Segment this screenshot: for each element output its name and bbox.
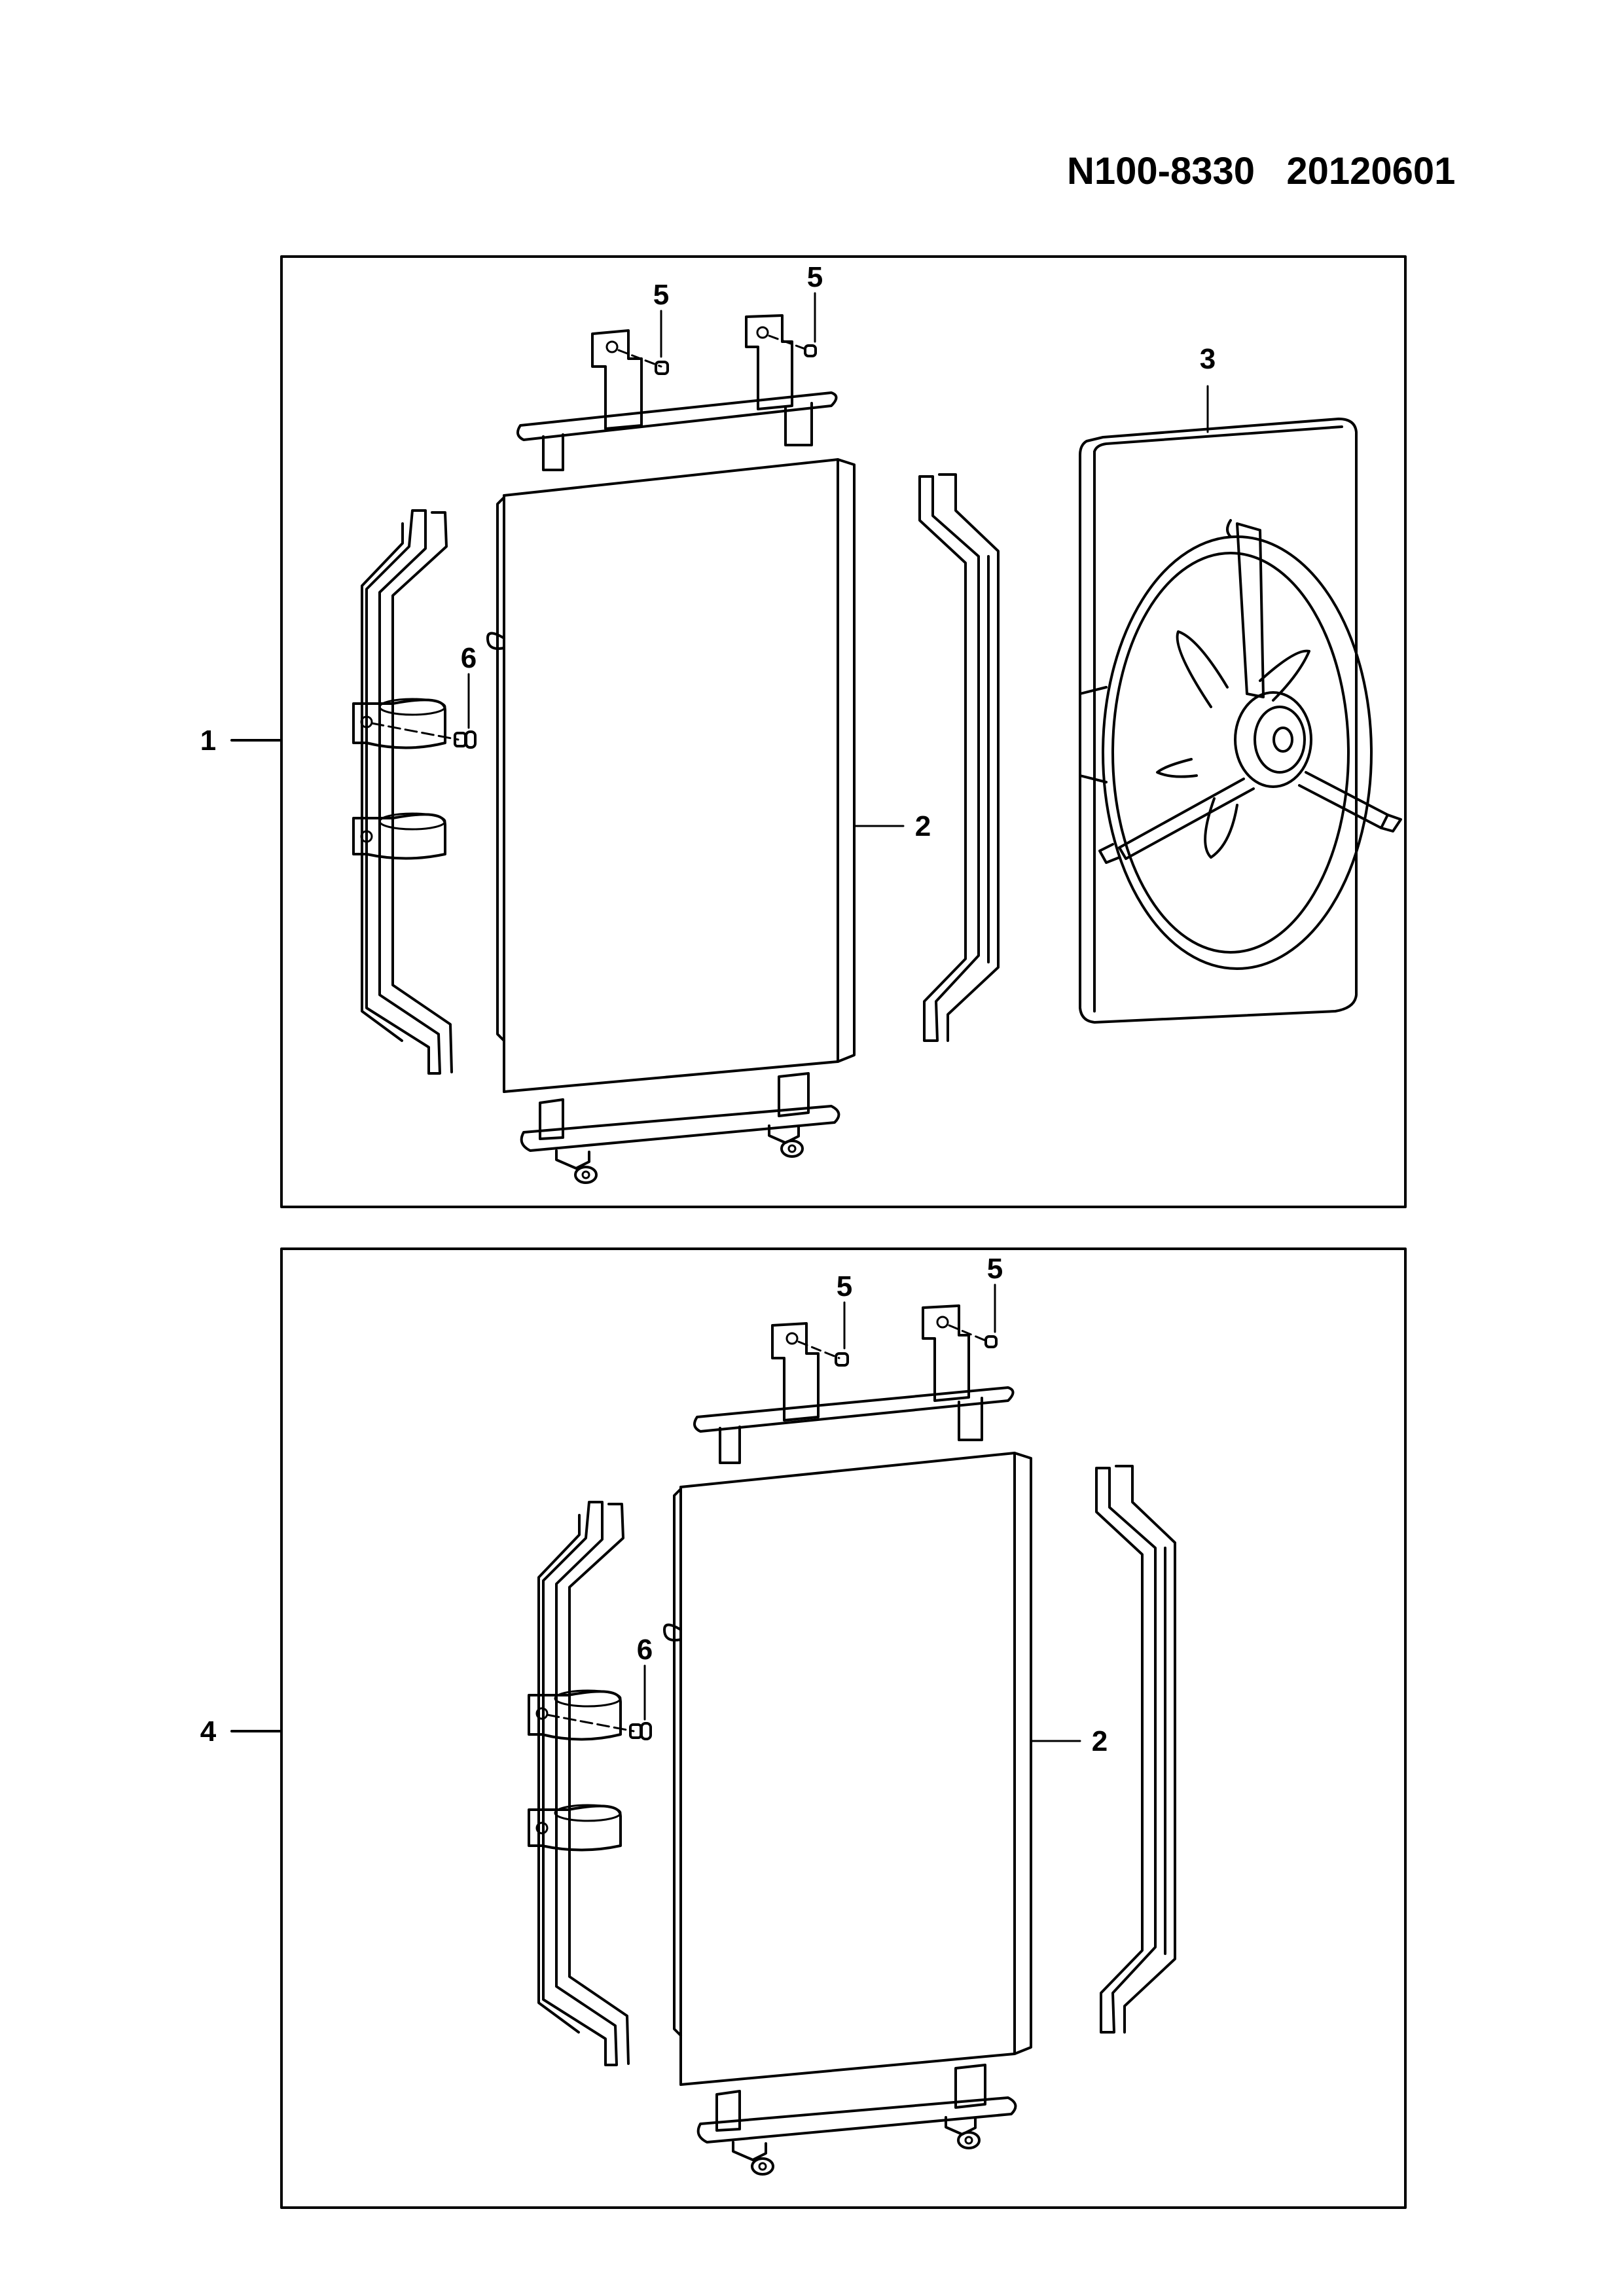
date-code: 20120601 <box>1286 150 1456 192</box>
top-bracket <box>516 314 838 471</box>
screw-bottom <box>546 1713 652 1740</box>
part-number: N100-8330 <box>1067 150 1255 192</box>
callout-5c: 5 <box>837 1270 852 1302</box>
left-bracket-top <box>352 509 453 1075</box>
condenser-core-top <box>486 458 856 1093</box>
panel-top: 1 5 5 <box>200 255 1407 1208</box>
callout-5b: 5 <box>807 261 823 293</box>
callout-6a: 6 <box>461 642 477 674</box>
panel-bottom: 4 5 5 <box>200 1247 1407 2209</box>
callout-1: 1 <box>200 725 216 757</box>
document-code: N100-8330 20120601 <box>1067 149 1455 193</box>
bolt-bottom-left <box>797 1340 849 1367</box>
bottom-bracket-bottom <box>696 2064 1017 2176</box>
bolt-top-right <box>768 334 817 357</box>
callout-5d: 5 <box>987 1253 1003 1285</box>
callout-2a: 2 <box>915 810 931 842</box>
callout-6b: 6 <box>637 1634 653 1666</box>
callout-4: 4 <box>200 1715 217 1748</box>
callout-5a: 5 <box>653 279 669 311</box>
screw-top <box>370 722 477 749</box>
top-bracket-bottom <box>693 1304 1015 1464</box>
bolt-bottom-right <box>948 1324 998 1348</box>
callout-3: 3 <box>1200 343 1216 375</box>
bolt-top-left <box>617 349 669 375</box>
right-bracket-top <box>918 473 1000 1042</box>
bottom-bracket-top <box>520 1072 840 1184</box>
condenser-core-bottom <box>663 1452 1032 2086</box>
callout-2b: 2 <box>1092 1725 1108 1757</box>
fan-assembly <box>1079 418 1402 1024</box>
right-bracket-bottom <box>1095 1465 1176 2034</box>
panel-bottom-frame <box>280 1247 1407 2209</box>
panel-top-frame <box>280 255 1407 1208</box>
left-bracket-bottom <box>528 1501 630 2066</box>
